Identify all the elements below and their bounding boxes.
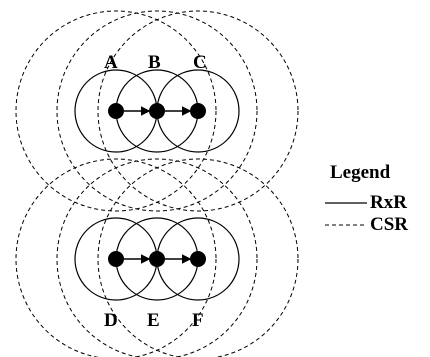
csr-circle-c (97, 10, 299, 212)
label-f: F (192, 310, 204, 331)
csr-circle-b (56, 10, 258, 212)
label-a: A (104, 52, 118, 73)
node-labels: A B C D E F (104, 52, 207, 331)
csr-circle-f (97, 158, 299, 357)
node-f (190, 251, 206, 267)
csr-circle-d (15, 158, 217, 357)
legend: Legend RxR CSR (325, 162, 408, 235)
label-c: C (193, 52, 207, 73)
node-c (190, 103, 206, 119)
legend-title: Legend (330, 162, 391, 183)
legend-solid-label: RxR (370, 192, 407, 213)
bottom-csr-circles (15, 158, 299, 357)
node-e (149, 251, 165, 267)
top-csr-circles (15, 10, 299, 212)
label-e: E (147, 310, 160, 331)
node-b (149, 103, 165, 119)
csr-circle-a (15, 10, 217, 212)
csr-circle-e (56, 158, 258, 357)
node-a (108, 103, 124, 119)
node-dots (108, 103, 206, 267)
node-d (108, 251, 124, 267)
label-d: D (104, 310, 118, 331)
label-b: B (148, 52, 161, 73)
legend-dashed-label: CSR (370, 214, 408, 235)
